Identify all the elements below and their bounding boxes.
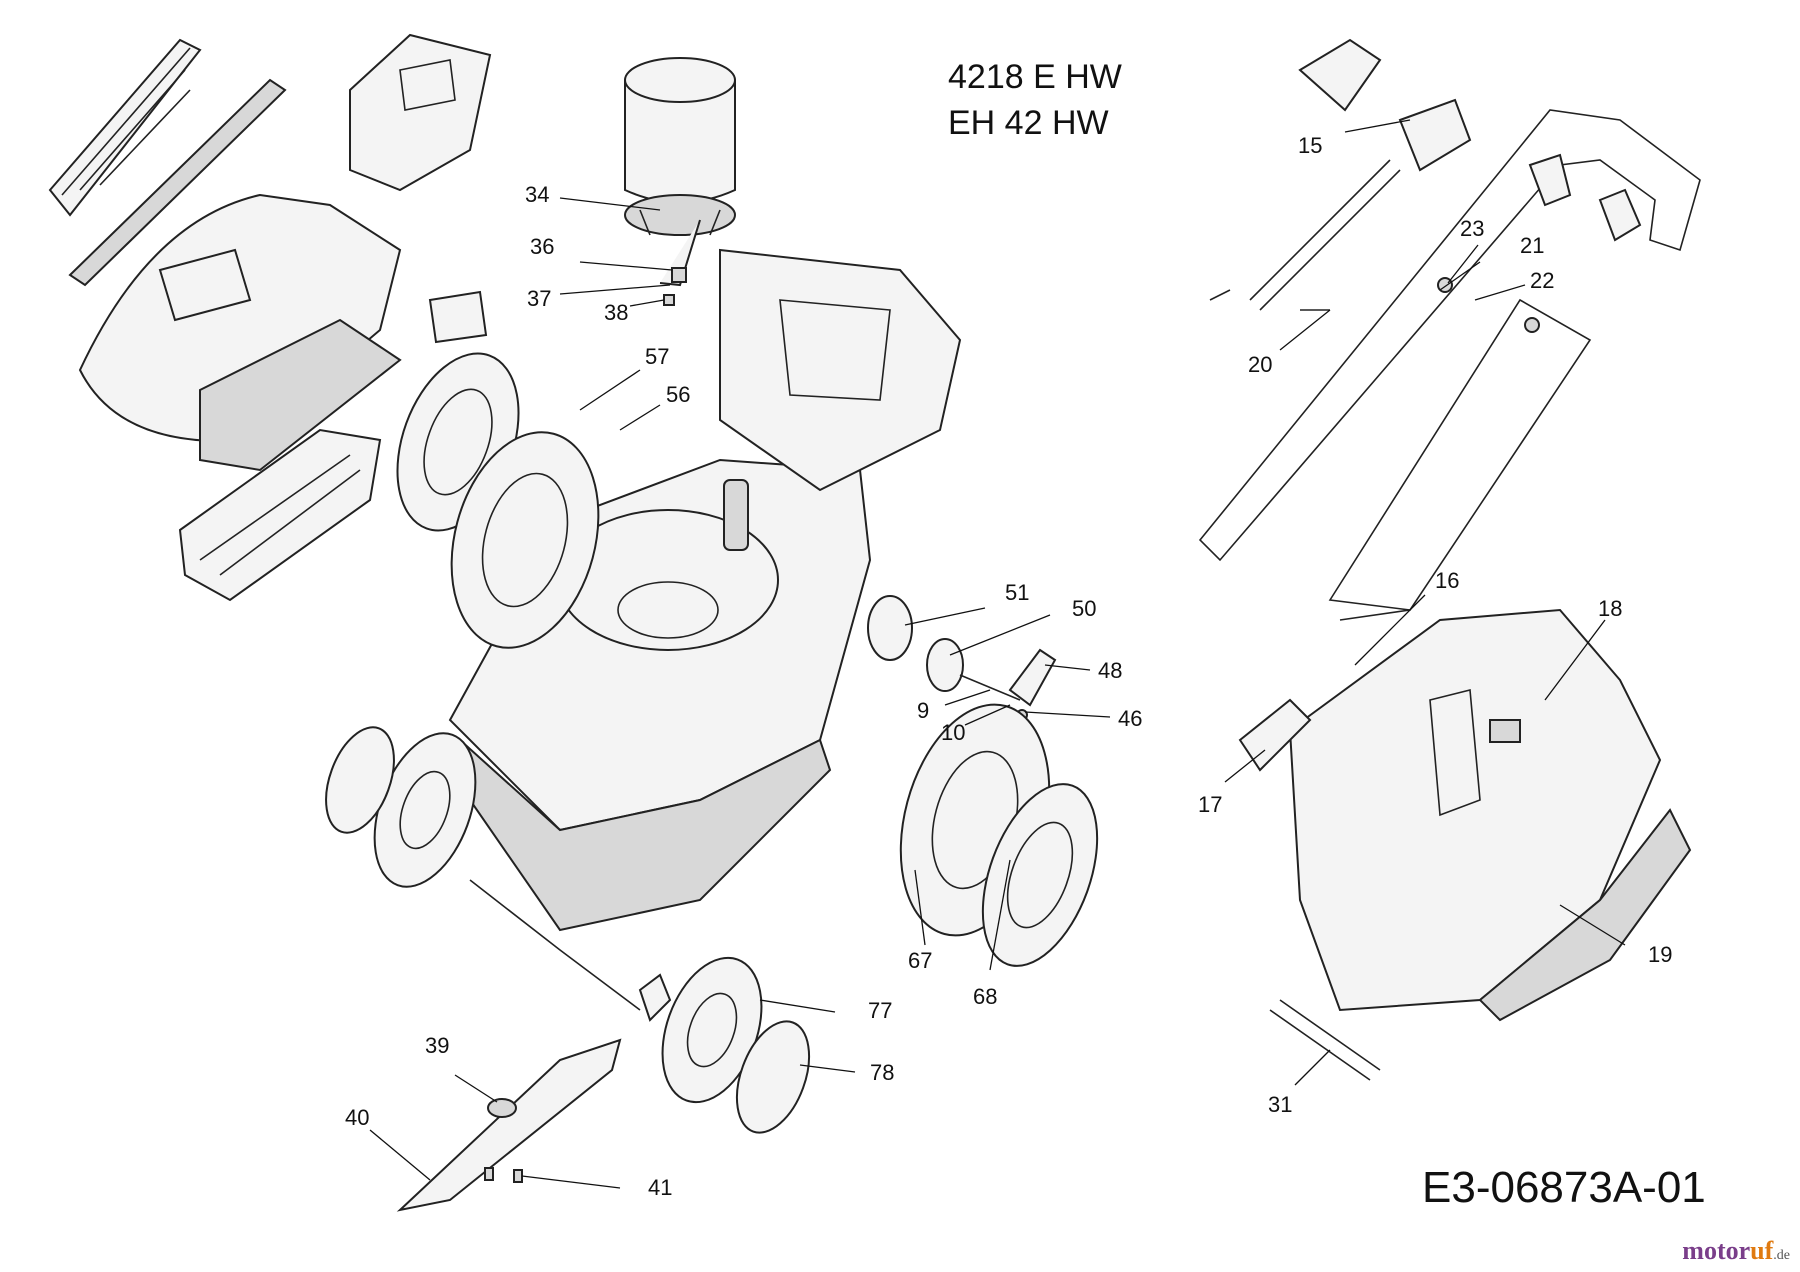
callout-56: 56 <box>666 382 690 407</box>
top-cover-assembly <box>48 33 492 602</box>
callout-10: 10 <box>941 720 965 745</box>
watermark-brand-a: motor <box>1682 1236 1751 1265</box>
model-title-line-2: EH 42 HW <box>948 104 1109 142</box>
watermark-logo: motoruf.de <box>1682 1236 1790 1266</box>
callout-37: 37 <box>527 286 551 311</box>
callout-16: 16 <box>1435 568 1459 593</box>
callout-38: 38 <box>604 300 628 325</box>
callout-18: 18 <box>1598 596 1622 621</box>
callout-78: 78 <box>870 1060 894 1085</box>
callout-22: 22 <box>1530 268 1554 293</box>
height-adjust-parts <box>867 595 1057 721</box>
callout-labels: 34 36 37 38 57 56 51 50 48 9 10 46 67 68… <box>345 133 1672 1200</box>
callout-34: 34 <box>525 182 549 207</box>
wheel-cap-rear-center <box>735 1020 811 1134</box>
wheel-cap-left <box>325 726 395 834</box>
motor-assembly <box>624 57 736 306</box>
blade <box>396 1038 622 1212</box>
callout-9: 9 <box>917 698 929 723</box>
callout-20: 20 <box>1248 352 1272 377</box>
callout-77: 77 <box>868 998 892 1023</box>
callout-67: 67 <box>908 948 932 973</box>
model-title-line-1: 4218 E HW <box>948 58 1122 96</box>
callout-57: 57 <box>645 344 669 369</box>
wheel-front-left <box>450 431 600 649</box>
wheel-cap-front-right <box>981 783 1099 967</box>
handle-assembly <box>1198 38 1701 621</box>
callout-21: 21 <box>1520 233 1544 258</box>
leader-lines <box>369 119 1626 1189</box>
callout-31: 31 <box>1268 1092 1292 1117</box>
callout-46: 46 <box>1118 706 1142 731</box>
callout-51: 51 <box>1005 580 1029 605</box>
axle-rear <box>469 879 672 1022</box>
callout-50: 50 <box>1072 596 1096 621</box>
callout-68: 68 <box>973 984 997 1009</box>
callout-48: 48 <box>1098 658 1122 683</box>
callout-15: 15 <box>1298 133 1322 158</box>
callout-19: 19 <box>1648 942 1672 967</box>
watermark-suffix: .de <box>1773 1248 1790 1263</box>
grass-catcher <box>1238 608 1692 1081</box>
callout-40: 40 <box>345 1105 369 1130</box>
drawing-code: E3-06873A-01 <box>1422 1163 1706 1212</box>
callout-36: 36 <box>530 234 554 259</box>
callout-17: 17 <box>1198 792 1222 817</box>
callout-39: 39 <box>425 1033 449 1058</box>
callout-23: 23 <box>1460 216 1484 241</box>
watermark-brand-b: uf <box>1750 1236 1774 1265</box>
callout-41: 41 <box>648 1175 672 1200</box>
